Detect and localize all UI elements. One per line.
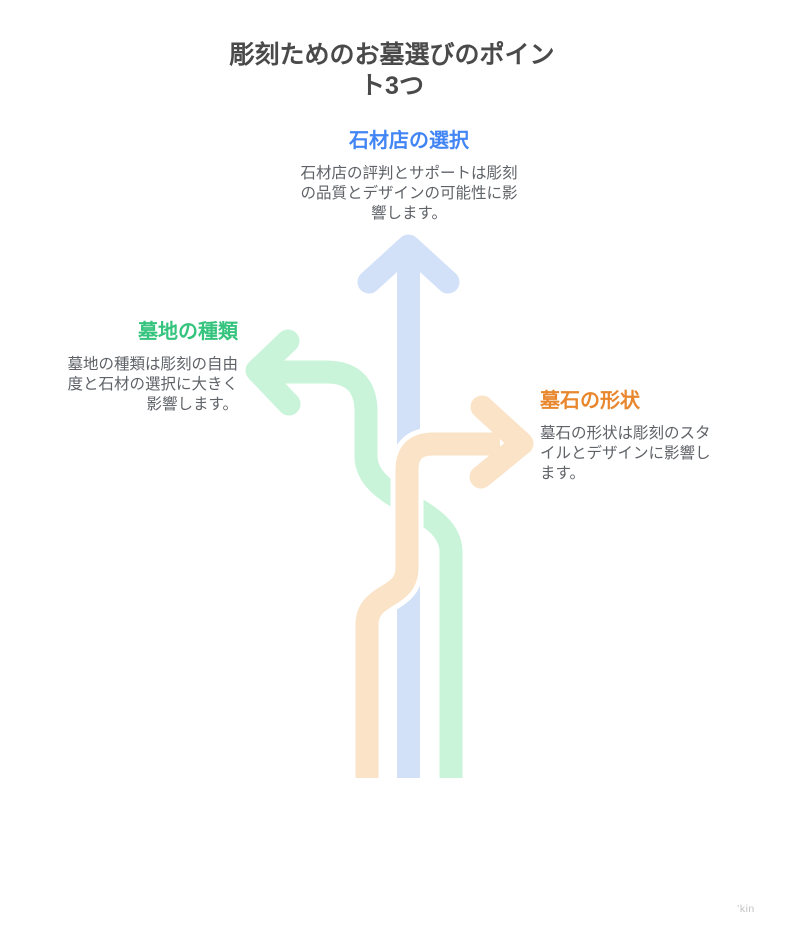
left-arrow-stem <box>268 360 463 778</box>
branch-cemetery-type: 墓地の種類 墓地の種類は彫刻の自由度と石材の選択に大きく影響します。 <box>18 319 238 415</box>
left-arrow <box>240 324 468 795</box>
left-arrow-head <box>245 329 301 416</box>
branch-cemetery-type-heading: 墓地の種類 <box>138 321 238 343</box>
page-title-line-2: ト3つ <box>360 72 424 100</box>
branch-stone-shop-heading: 石材店の選択 <box>349 130 469 152</box>
branch-gravestone-shape: 墓石の形状 墓石の形状は彫刻のスタイルとデザインに影響します。 <box>540 388 740 484</box>
branch-gravestone-shape-body: 墓石の形状は彫刻のスタイルとデザインに影響します。 <box>540 425 711 482</box>
right-arrow <box>350 390 539 795</box>
branch-cemetery-type-body: 墓地の種類は彫刻の自由度と石材の選択に大きく影響します。 <box>67 356 238 413</box>
right-arrow-head <box>469 395 534 489</box>
branch-stone-shop-body: 石材店の評判とサポートは彫刻の品質とデザインの可能性に影響します。 <box>300 165 518 222</box>
right-arrow-stem <box>355 432 500 778</box>
page-title-line-1: 彫刻ためのお墓選びのポイン <box>229 41 555 69</box>
watermark-fragment: ’kin <box>737 903 755 915</box>
up-arrow-head <box>357 234 460 294</box>
page-title: 彫刻ためのお墓選びのポイン ト3つ <box>182 40 602 102</box>
branch-stone-shop: 石材店の選択 石材店の評判とサポートは彫刻の品質とデザインの可能性に影響します。 <box>279 128 539 224</box>
branch-gravestone-shape-heading: 墓石の形状 <box>540 390 640 412</box>
